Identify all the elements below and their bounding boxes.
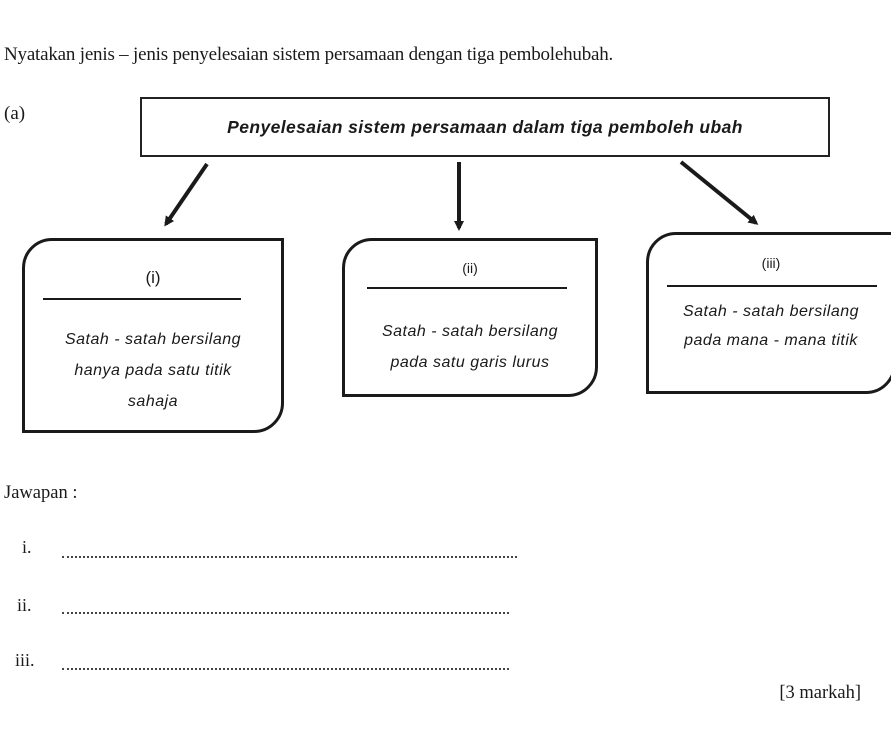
answers-label: Jawapan : xyxy=(4,483,78,503)
description-line: pada mana - mana titik xyxy=(684,332,858,349)
answer-number-i: i. xyxy=(22,537,32,557)
description-line: Satah - satah bersilang xyxy=(64,331,242,348)
marks-label: [3 markah] xyxy=(779,683,861,703)
box-number: (ii) xyxy=(462,260,478,276)
description-line: sahaja xyxy=(127,393,179,410)
answer-box-i: (i) Satah - satah bersilang hanya pada s… xyxy=(22,238,284,433)
box-description: Satah - satah bersilang pada satu garis … xyxy=(345,316,595,378)
diagram-title-box: Penyelesaian sistem persamaan dalam tiga… xyxy=(140,97,830,157)
description-line: Satah - satah bersilang xyxy=(381,323,559,340)
answer-line-iii[interactable] xyxy=(62,668,509,670)
description-line: pada satu garis lurus xyxy=(390,354,550,371)
box-description: Satah - satah bersilang hanya pada satu … xyxy=(25,324,281,417)
answer-line-i[interactable] xyxy=(62,556,517,558)
answer-number-ii: ii. xyxy=(17,595,32,615)
part-label: (a) xyxy=(4,103,26,124)
description-line: hanya pada satu titik xyxy=(74,362,232,379)
box-number: (iii) xyxy=(761,255,781,271)
box-description: Satah - satah bersilang pada mana - mana… xyxy=(649,297,891,355)
answer-box-ii: (ii) Satah - satah bersilang pada satu g… xyxy=(342,238,598,397)
blank-line xyxy=(43,298,241,300)
arrow-to-box-iii xyxy=(679,160,759,225)
blank-line xyxy=(667,285,877,287)
answer-line-ii[interactable] xyxy=(62,612,509,614)
arrow-to-box-i xyxy=(164,162,209,227)
description-line: Satah - satah bersilang xyxy=(682,303,860,320)
answer-box-iii: (iii) Satah - satah bersilang pada mana … xyxy=(646,232,891,394)
question-text: Nyatakan jenis – jenis penyelesaian sist… xyxy=(4,44,614,65)
blank-line xyxy=(367,287,567,289)
diagram-title: Penyelesaian sistem persamaan dalam tiga… xyxy=(227,116,743,137)
box-number: (i) xyxy=(145,268,161,287)
answer-number-iii: iii. xyxy=(15,650,35,670)
